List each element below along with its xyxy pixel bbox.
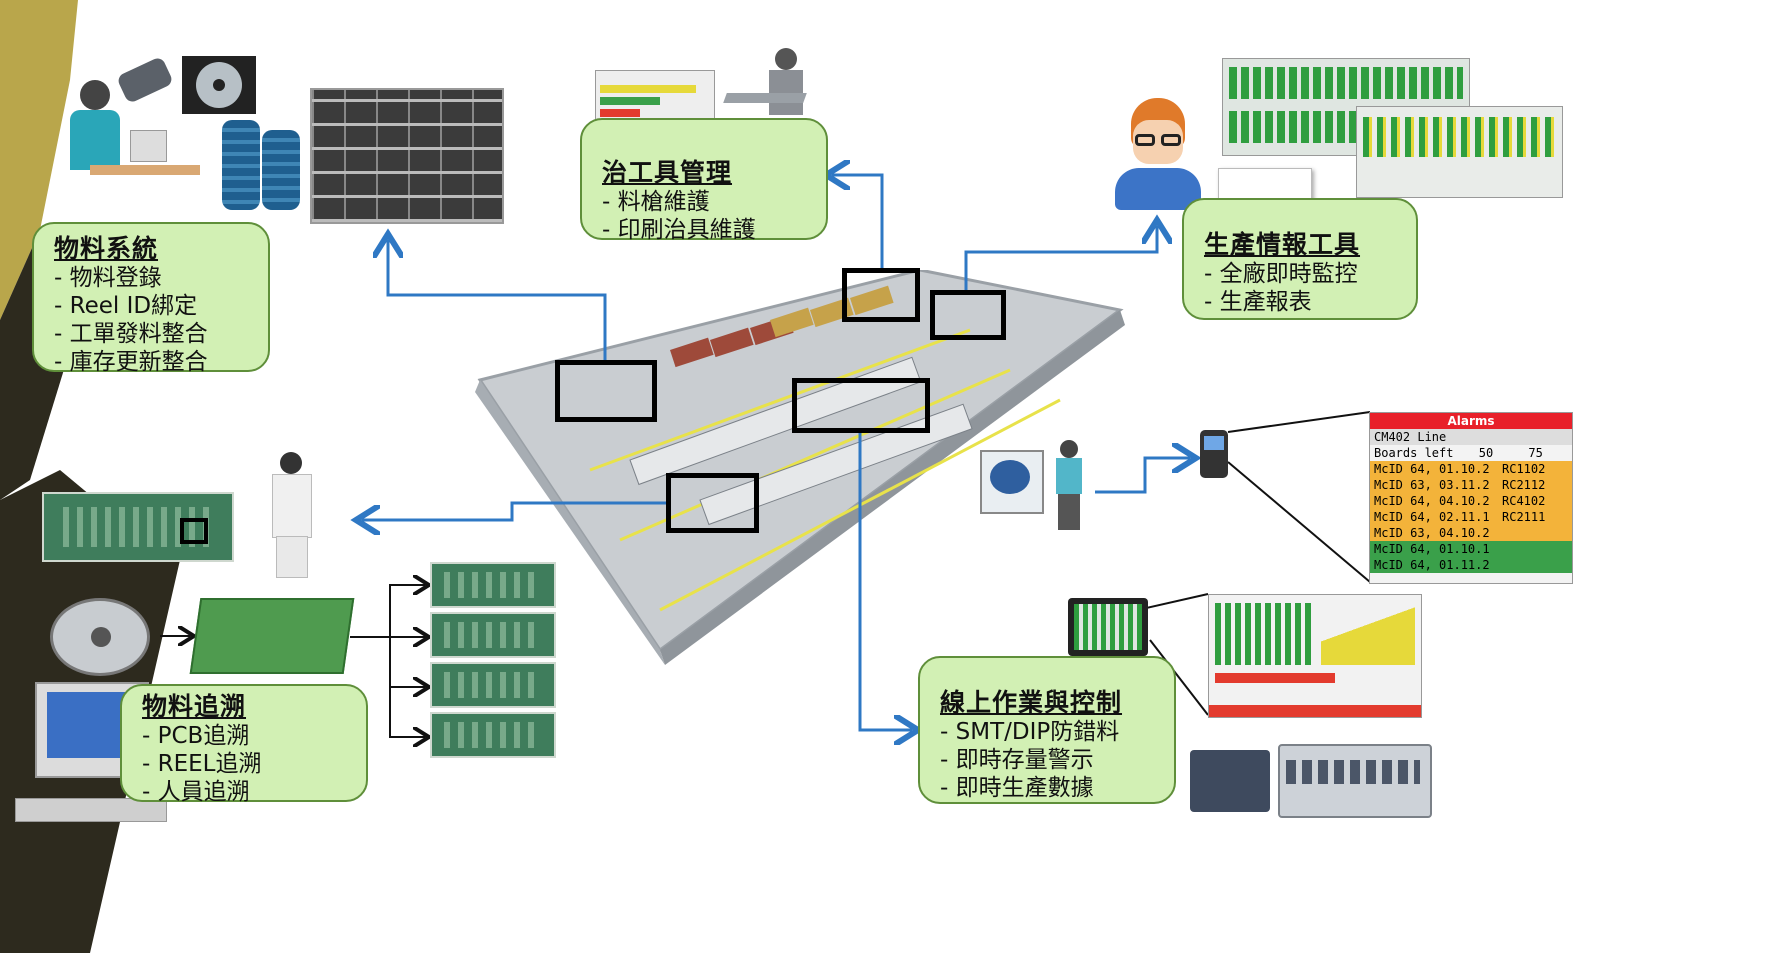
arrow-to-handheld (1095, 458, 1190, 494)
prod-info-item: 全廠即時監控 (1204, 260, 1396, 288)
online-control-title: 線上作業與控制 (940, 688, 1123, 717)
alarm-panel-header: Alarms (1370, 413, 1572, 429)
online-control-item: 即時生產數據 (940, 774, 1154, 802)
component-reel-icon (50, 598, 150, 676)
alarm-row-machine: McID 64, 01.10.2 (1374, 462, 1490, 476)
alarm-row-machine: McID 63, 04.10.2 (1374, 526, 1490, 540)
tool-mgmt-item: 料槍維護 (602, 188, 806, 216)
desktop-computer-icon (15, 682, 167, 832)
arrow-to-tool-mgmt (832, 175, 884, 268)
inspector-illustration (262, 452, 322, 580)
focus-box-monitoring (930, 290, 1006, 340)
pcb-variant-1 (430, 562, 556, 608)
online-control-item: 即時存量警示 (940, 746, 1154, 774)
arrow-to-online-control (858, 433, 912, 730)
material-system-item: 物料登錄 (54, 264, 248, 292)
smt-machines-illustration (1190, 738, 1440, 818)
traceability-title: 物料追溯 (142, 692, 247, 721)
monitor-screen-2 (1356, 106, 1563, 198)
alarm-boards-left-label: Boards left (1374, 446, 1454, 460)
line-dashboard-screen (1208, 594, 1422, 718)
prod-info-title: 生產情報工具 (1204, 230, 1361, 259)
pcb-focus-box (180, 518, 208, 544)
pcb-variant-4 (430, 712, 556, 758)
alarm-row: McID 64, 04.10.2 RC4102 (1370, 493, 1572, 509)
alarm-panel-line: CM402 Line (1370, 429, 1572, 445)
alarm-row: McID 63, 04.10.2 (1370, 525, 1572, 541)
desk-worker-illustration (70, 80, 210, 220)
alarm-row-code: RC2111 (1502, 510, 1546, 524)
alarm-row: McID 64, 01.11.2 (1370, 557, 1572, 573)
alarm-row-machine: McID 64, 04.10.2 (1374, 494, 1490, 508)
repair-technician-illustration (723, 48, 830, 138)
handheld-terminal-icon (1200, 430, 1228, 478)
tool-mgmt-title: 治工具管理 (602, 158, 733, 187)
factory-floor-illustration (475, 270, 1125, 665)
alarm-row-machine: McID 64, 01.11.2 (1374, 558, 1490, 572)
alarm-row-code: RC2112 (1502, 478, 1546, 492)
material-system-title: 物料系統 (54, 234, 159, 263)
cart-operator-illustration (980, 440, 1090, 532)
pcb-variant-2 (430, 612, 556, 658)
touch-monitor-icon (1068, 598, 1150, 670)
focus-box-tracing (666, 473, 759, 533)
prod-info-box: 生產情報工具 全廠即時監控 生產報表 (1182, 198, 1418, 320)
alarm-boards-left-a: 50 (1478, 446, 1494, 460)
alarm-row: McID 64, 02.11.1 RC2111 (1370, 509, 1572, 525)
traceability-box: 物料追溯 PCB追溯 REEL追溯 人員追溯 (120, 684, 368, 805)
green-pcb-image (189, 598, 355, 674)
focus-box-tooling (842, 268, 920, 322)
material-system-item: Reel ID綁定 (54, 292, 248, 320)
online-control-box: 線上作業與控制 SMT/DIP防錯料 即時存量警示 即時生產數據 (918, 656, 1176, 804)
traceability-item: 人員追溯 (142, 778, 346, 806)
alarm-boards-left-b: 75 (1528, 446, 1543, 460)
traceability-item: REEL追溯 (142, 750, 346, 778)
arrow-to-material-system (388, 240, 607, 360)
material-system-box: 物料系統 物料登錄 Reel ID綁定 工單發料整合 庫存更新整合 (32, 222, 270, 375)
storage-bins-icon (222, 120, 302, 210)
alarm-row: McID 63, 03.11.2 RC2112 (1370, 477, 1572, 493)
focus-box-warehouse (555, 360, 657, 422)
alarm-row-machine: McID 64, 01.10.1 (1374, 542, 1490, 556)
alarm-row: McID 64, 01.10.2 RC1102 (1370, 461, 1572, 477)
material-system-item: 庫存更新整合 (54, 348, 248, 376)
tool-mgmt-item: 印刷治具維護 (602, 216, 806, 244)
alarm-panel: Alarms CM402 Line Boards left 50 75 McID… (1369, 412, 1573, 584)
online-control-item: SMT/DIP防錯料 (940, 718, 1154, 746)
arrow-to-prod-info (964, 226, 1157, 290)
focus-box-line (792, 378, 930, 433)
warehouse-shelves-image (310, 88, 504, 224)
alarm-row: McID 64, 01.10.1 (1370, 541, 1572, 557)
tool-mgmt-box: 治工具管理 料槍維護 印刷治具維護 (580, 118, 828, 243)
material-system-item: 工單發料整合 (54, 320, 248, 348)
pcb-board-image (42, 492, 234, 562)
prod-info-item: 生產報表 (1204, 288, 1396, 316)
alarm-row-code: RC1102 (1502, 462, 1546, 476)
traceability-item: PCB追溯 (142, 722, 346, 750)
reel-icon (182, 56, 256, 114)
pcb-variant-3 (430, 662, 556, 708)
alarm-row-machine: McID 63, 03.11.2 (1374, 478, 1490, 492)
manager-avatar (1115, 98, 1201, 210)
alarm-row-code: RC4102 (1502, 494, 1546, 508)
arrow-to-traceability (362, 501, 666, 520)
alarm-row-machine: McID 64, 02.11.1 (1374, 510, 1490, 524)
alarm-boards-left-row: Boards left 50 75 (1370, 445, 1572, 461)
